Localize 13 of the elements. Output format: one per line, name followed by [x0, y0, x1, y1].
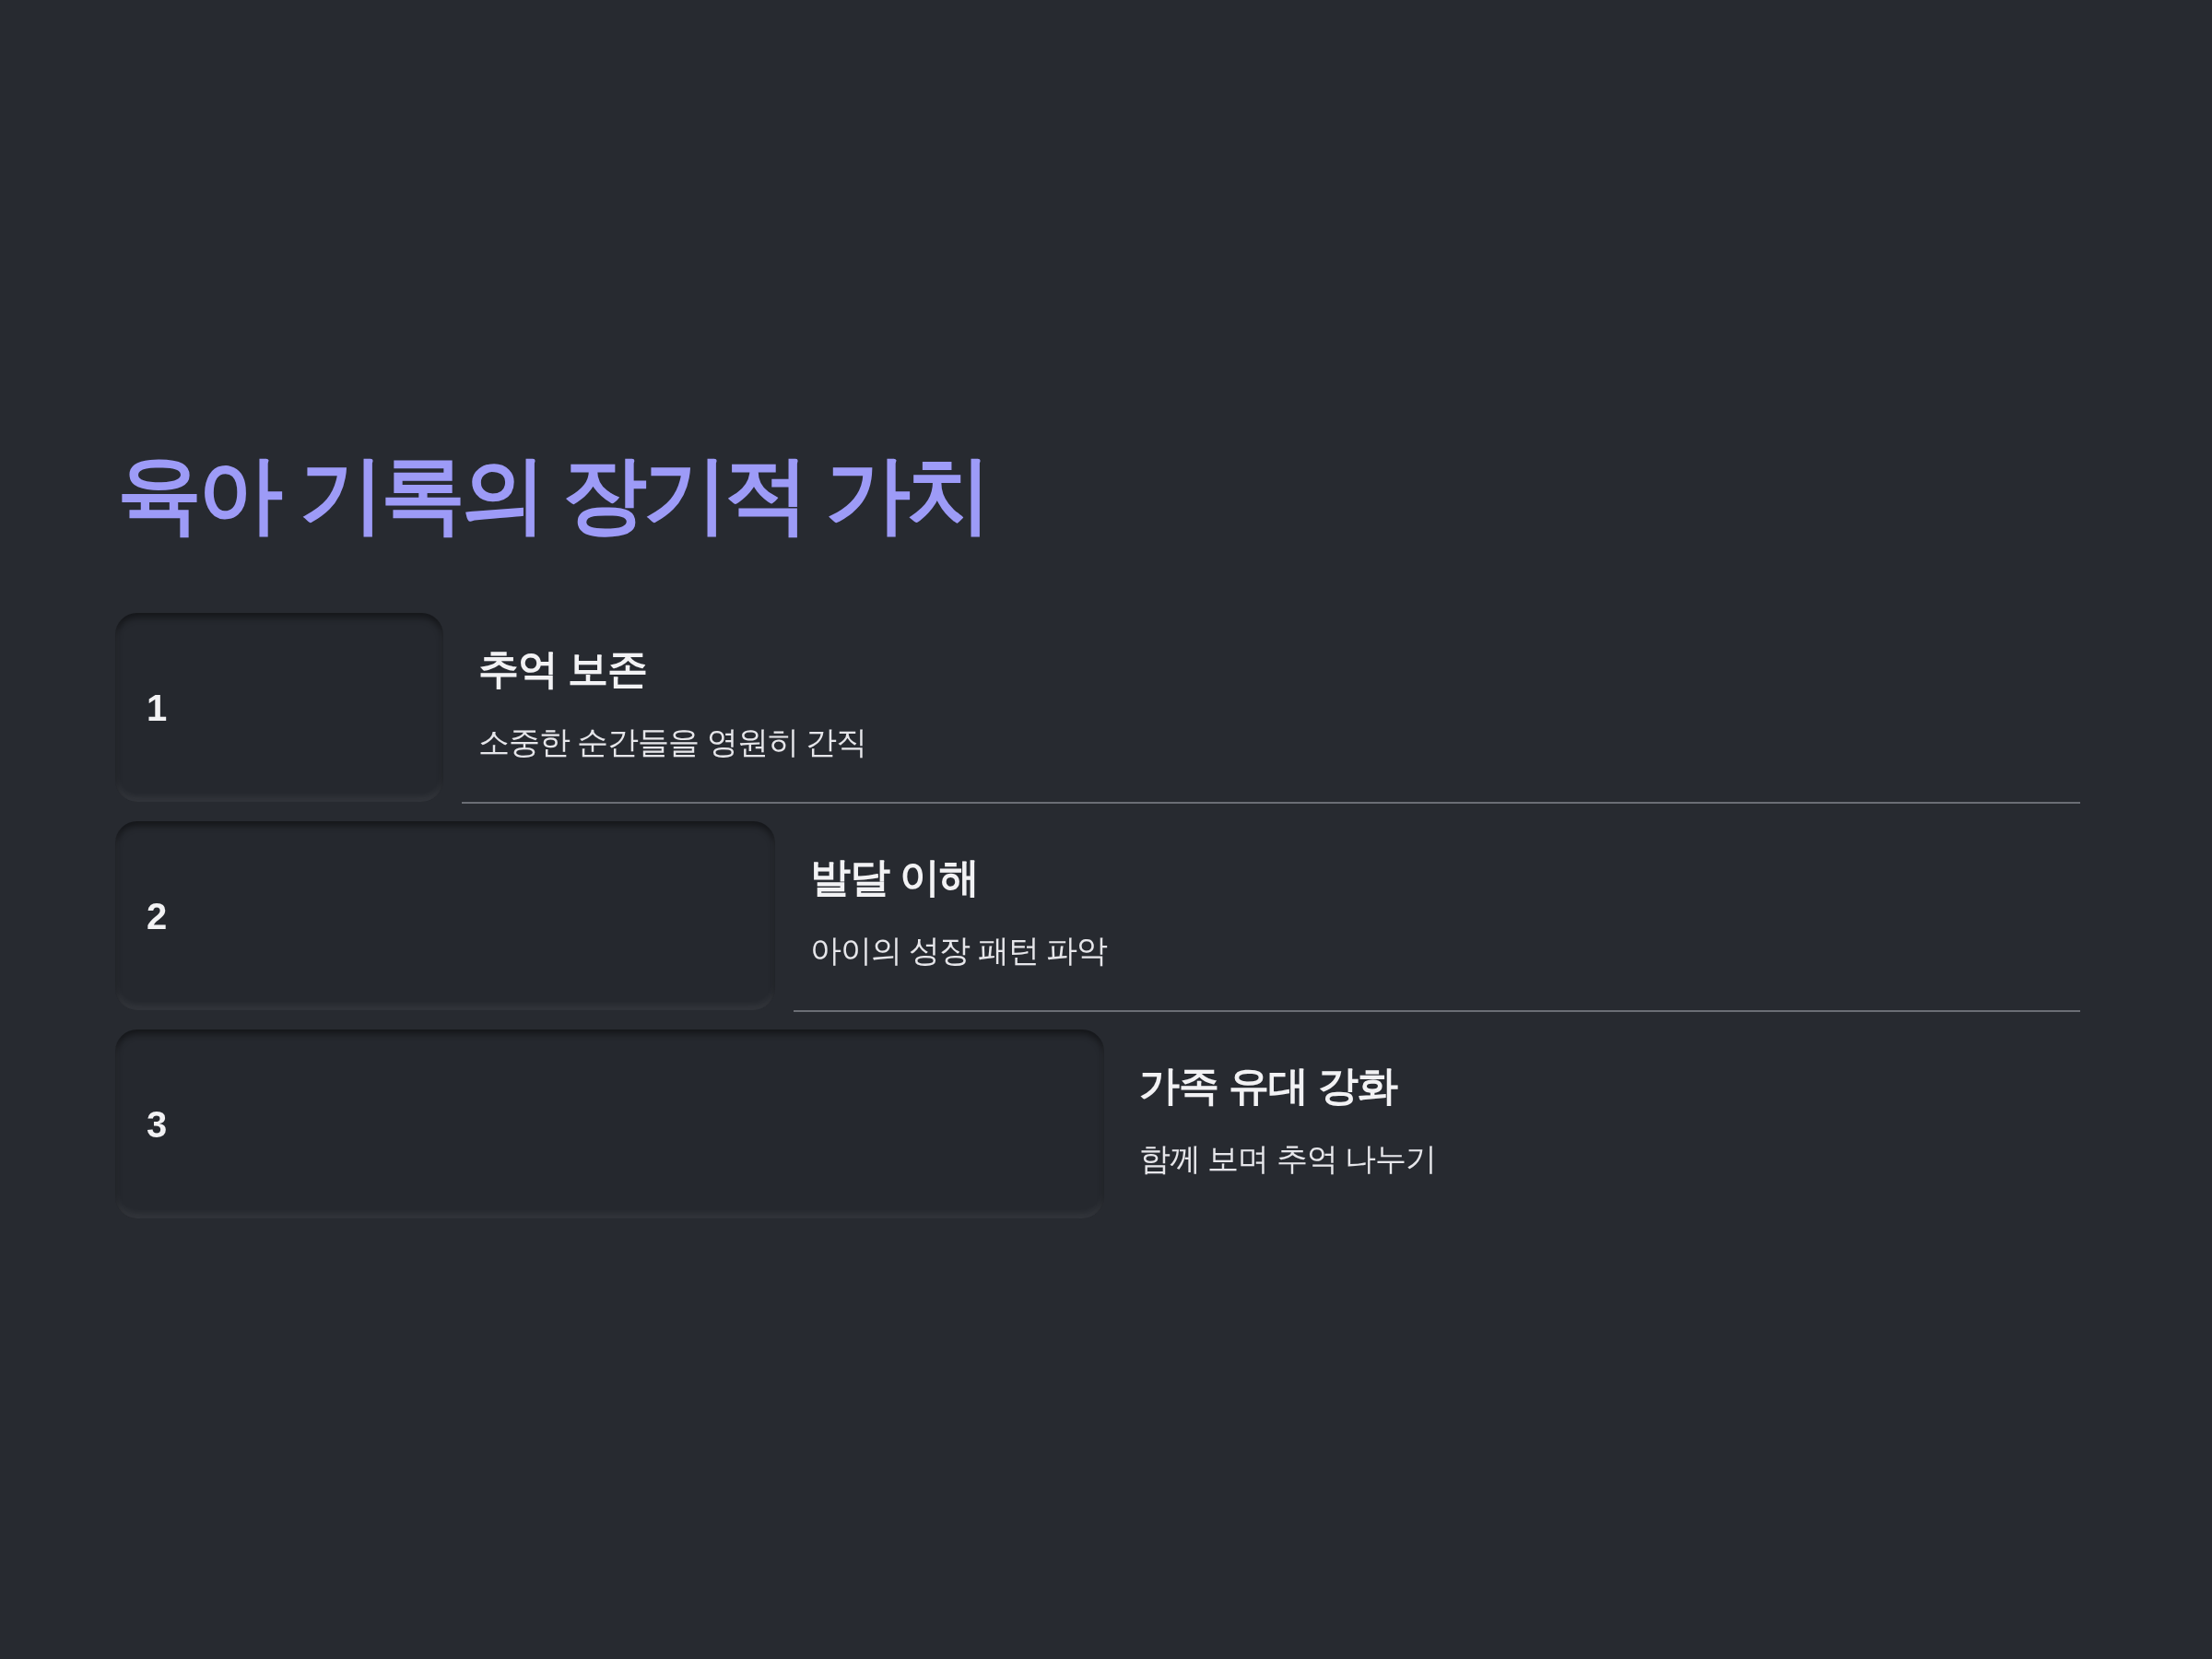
numbered-bar [115, 1030, 1104, 1218]
numbered-bar [115, 821, 775, 1010]
numbered-bar [115, 613, 443, 802]
item-description: 함께 보며 추억 나누기 [1139, 1140, 1437, 1178]
item-heading: 추억 보존 [478, 645, 648, 693]
item-heading: 발달 이해 [810, 853, 980, 901]
item-description: 아이의 성장 패턴 파악 [810, 932, 1108, 970]
title: 육아 기록의 장기적 가치 [117, 446, 988, 543]
item-heading: 가족 유대 강화 [1139, 1062, 1398, 1110]
item-description: 소중한 순간들을 영원히 간직 [478, 724, 867, 761]
step-number: 3 [147, 1102, 168, 1147]
step-number: 2 [147, 894, 168, 938]
step-number: 1 [147, 686, 168, 730]
